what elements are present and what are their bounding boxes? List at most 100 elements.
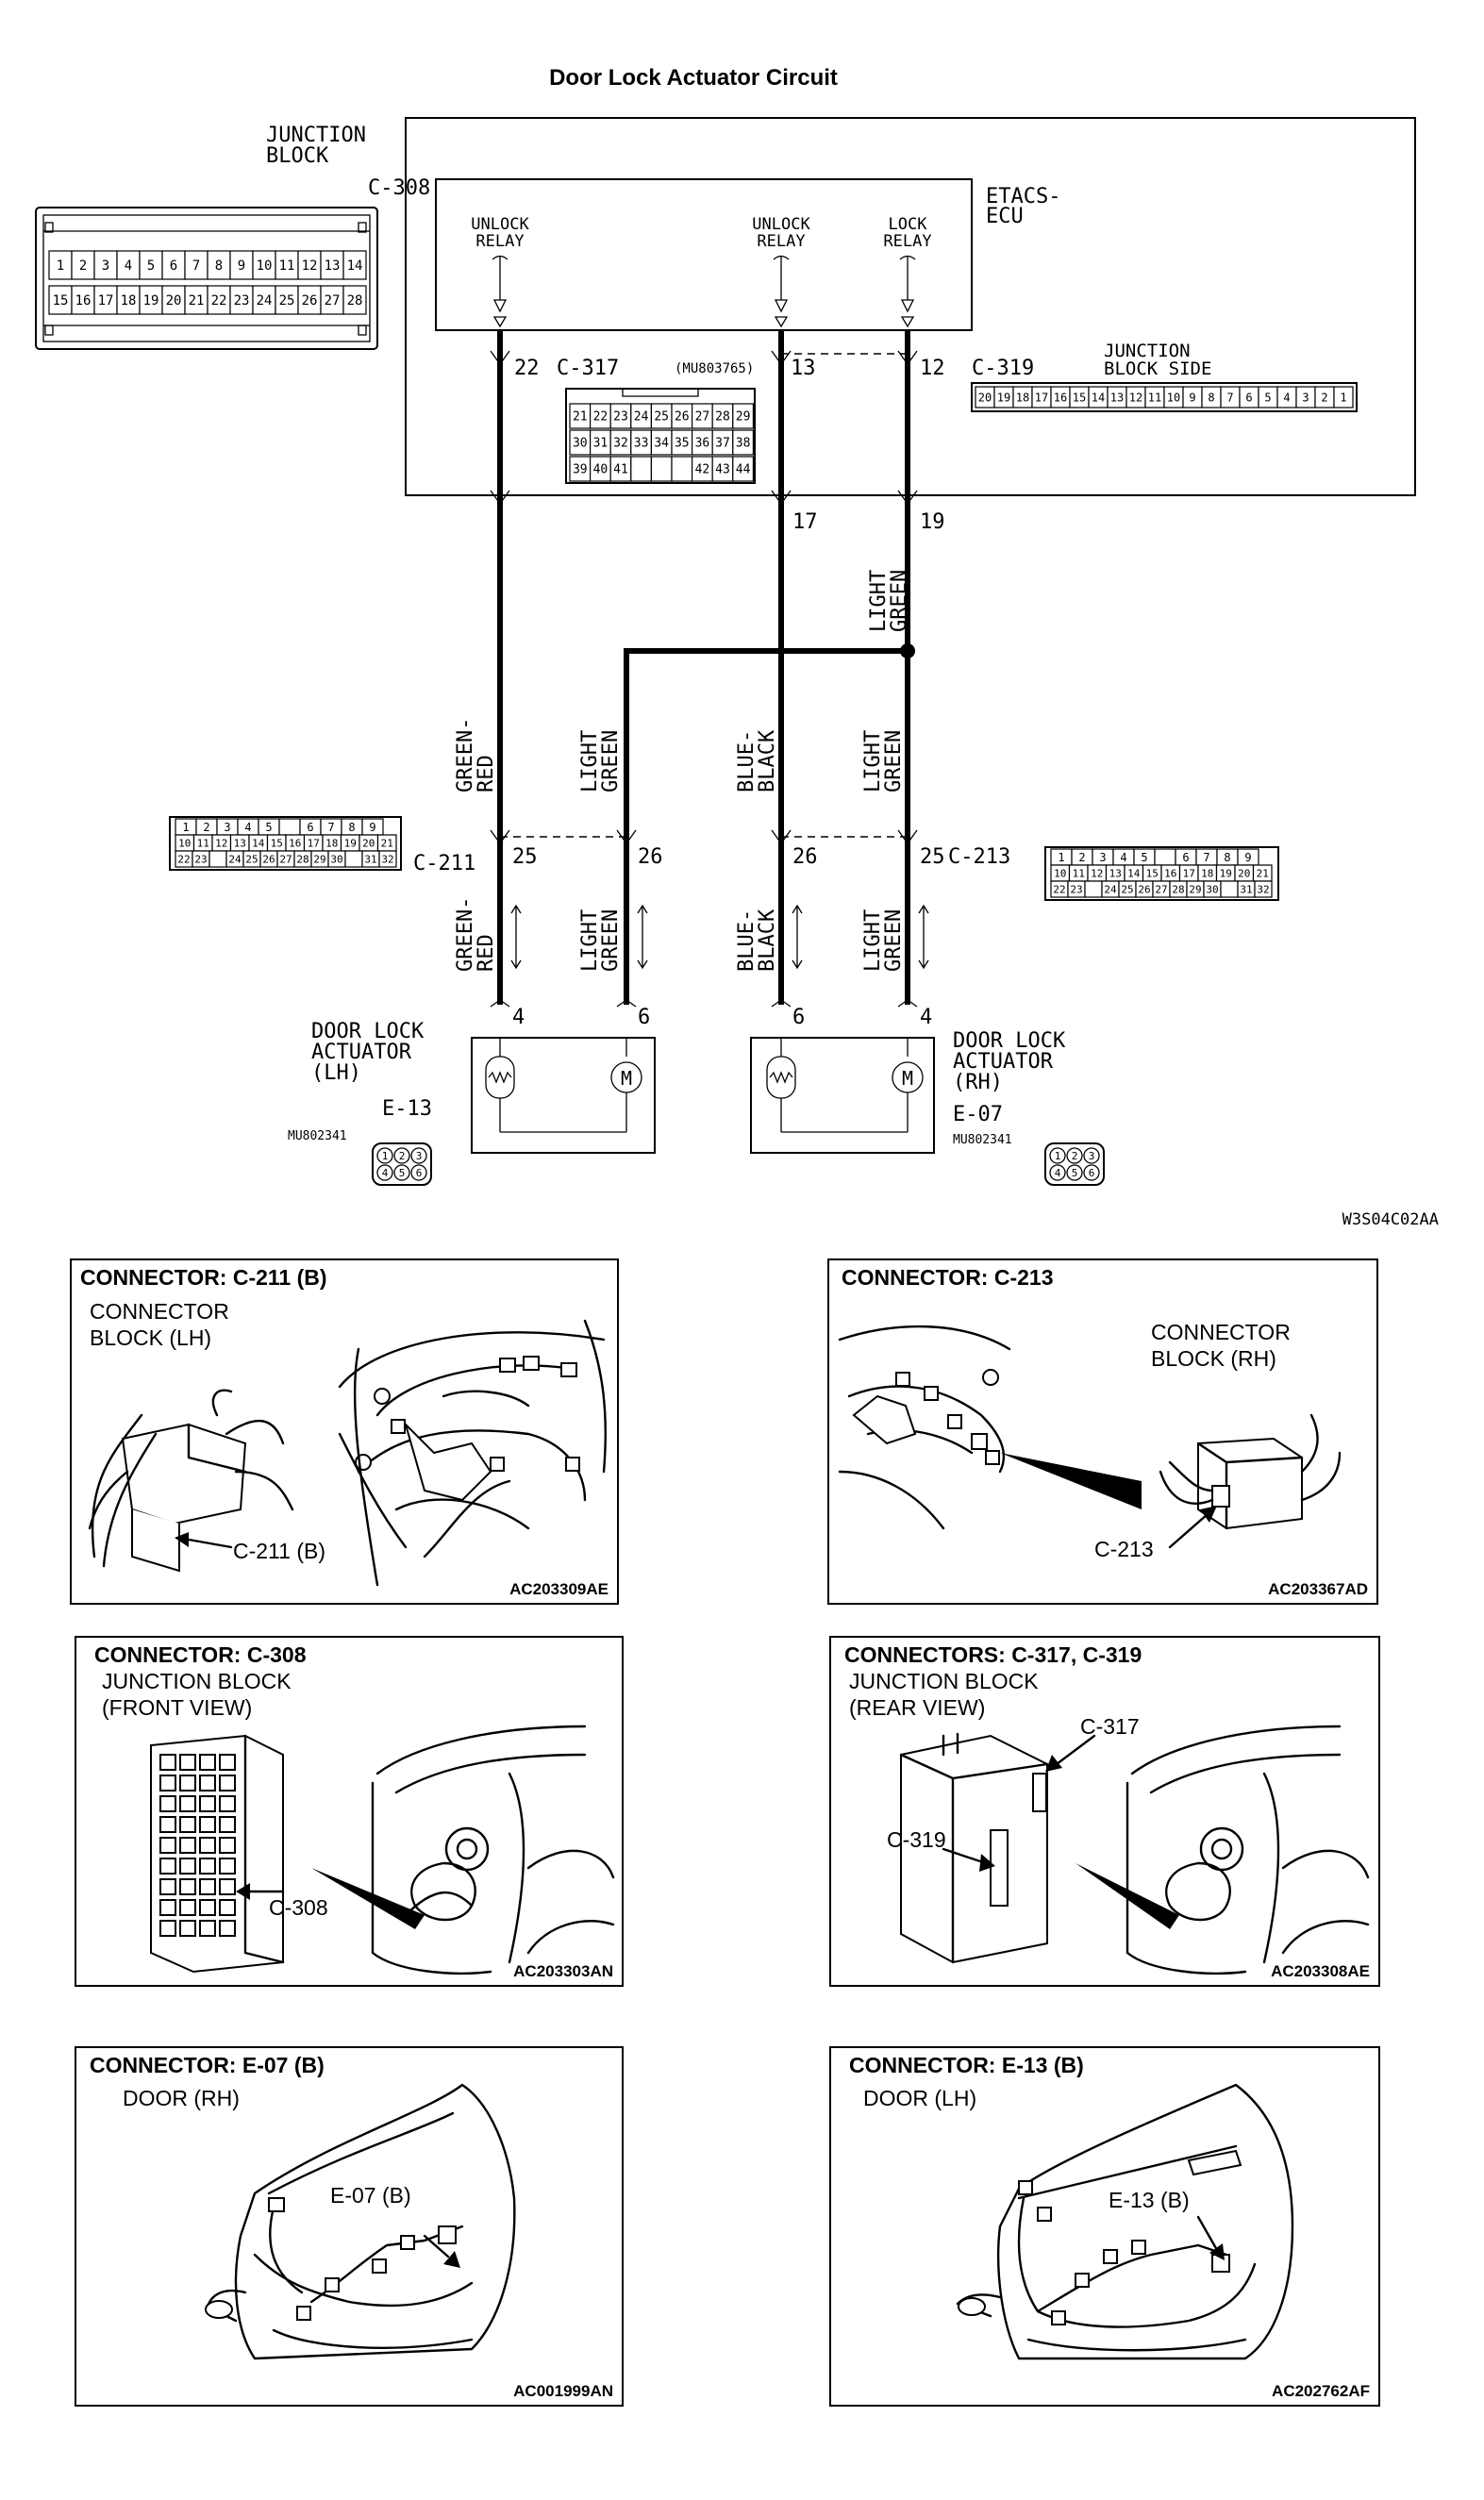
pin-number: 7: [1226, 391, 1233, 404]
pin-number: 22: [1053, 883, 1065, 895]
pin-number: 23: [194, 853, 207, 865]
pin-cell: [630, 456, 652, 482]
pin-number: 2: [79, 258, 87, 274]
relay-lock-line1: LOCK: [889, 215, 928, 234]
c213-pin-26: 26: [792, 845, 818, 869]
lh-switch-symbol: [485, 1056, 515, 1099]
ecu-label-1: ETACS-: [986, 185, 1060, 208]
label-green-red-lower: GREEN- RED: [454, 897, 498, 972]
fuse-slot: [199, 1858, 216, 1875]
pin-number: 37: [715, 437, 730, 451]
pin-number: 7: [327, 821, 334, 834]
rh-switch-symbol: [766, 1056, 796, 1099]
panel-c317-note-1: JUNCTION BLOCK: [849, 1669, 1039, 1693]
junction-block-connector: C-308: [368, 176, 430, 200]
pin-number: 26: [302, 293, 318, 308]
panel-c317-callout: C-317: [1080, 1714, 1140, 1739]
fuse-slot: [159, 1899, 176, 1916]
panel-c213-title: CONNECTOR: C-213: [842, 1265, 1054, 1290]
c213-label: C-213: [948, 845, 1010, 869]
panel-c317-picture: [899, 1725, 1370, 1975]
panel-c213-callout: C-213: [1094, 1537, 1154, 1561]
pin-number: 14: [252, 837, 265, 849]
label-light-green-lower-lh: LIGHT GREEN: [578, 909, 623, 972]
pin-number: 10: [1054, 867, 1066, 879]
pin-number: 4: [1120, 851, 1126, 864]
pin-cell: [378, 850, 397, 868]
panel-c319-callout: C-319: [887, 1827, 946, 1852]
page-title: Door Lock Actuator Circuit: [549, 65, 838, 91]
svg-text:LIGHT: LIGHT: [861, 909, 885, 972]
pin-cell: [207, 285, 231, 315]
pin-number: 32: [381, 853, 393, 865]
panel-c317-c319: CONNECTORS: C-317, C-319 JUNCTION BLOCK …: [829, 1636, 1380, 1987]
rh-label-3: (RH): [953, 1071, 1003, 1094]
panel-c308: CONNECTOR: C-308 JUNCTION BLOCK (FRONT V…: [75, 1636, 624, 1987]
lh-label-2: ACTUATOR: [311, 1041, 412, 1064]
panel-c317-code: AC203308AE: [1271, 1962, 1370, 1980]
pin-number: 43: [715, 463, 730, 477]
pin-number: 24: [1104, 883, 1117, 895]
pin-number: 4: [1055, 1167, 1061, 1179]
pin-number: 25: [245, 853, 258, 865]
relay-contact-2: [773, 255, 790, 328]
panel-e13-note: DOOR (LH): [863, 2086, 976, 2110]
pin-number: 4: [1283, 391, 1290, 404]
panel-e07-callout: E-07 (B): [330, 2183, 411, 2208]
pin-number: 29: [736, 410, 751, 425]
wiring: 17 19 LIGHT GREEN GREEN- RED LIGHT GREEN…: [413, 330, 1010, 1005]
pin-number: 9: [1189, 391, 1195, 404]
pin-number: 12: [1129, 391, 1142, 404]
pin-number: 30: [330, 853, 342, 865]
fuse-slot: [179, 1816, 196, 1833]
pin-number: 32: [613, 437, 628, 451]
panel-c308-code: AC203303AN: [513, 1962, 613, 1980]
c319-side-2: BLOCK SIDE: [1104, 358, 1211, 379]
pin-number: 1: [1340, 391, 1346, 404]
pin-cell: [275, 285, 299, 315]
svg-text:RED: RED: [475, 755, 498, 792]
pin-number: 14: [1127, 867, 1141, 879]
panel-c211-note-1: CONNECTOR: [90, 1299, 229, 1324]
pin-number: 25: [1121, 883, 1133, 895]
ecu-label-2: ECU: [986, 205, 1024, 228]
pin-number: 40: [593, 463, 609, 477]
pin-number: 21: [1257, 867, 1269, 879]
pin-number: 6: [307, 821, 313, 834]
pin-number: 10: [257, 258, 273, 274]
pin-19: 19: [920, 510, 945, 534]
pin-number: 18: [1016, 391, 1029, 404]
svg-text:GREEN: GREEN: [882, 909, 906, 972]
c319-side-1: JUNCTION: [1104, 341, 1191, 361]
pin-number: 42: [695, 463, 710, 477]
pin-number: 26: [675, 410, 690, 425]
pin-number: 24: [634, 410, 649, 425]
pin-number: 25: [654, 410, 669, 425]
label-light-green-upper-rh: LIGHT GREEN: [861, 730, 906, 792]
lh-actuator-box: [471, 1037, 656, 1154]
pin-17: 17: [792, 510, 818, 534]
label-blue-black-lower: BLUE- BLACK: [735, 908, 779, 972]
panel-e13-callout: E-13 (B): [1109, 2188, 1190, 2212]
c317-connector: [565, 388, 756, 484]
pin-socket: [1066, 1147, 1083, 1164]
pin-number: 6: [416, 1167, 423, 1179]
lh-motor-m: M: [621, 1067, 632, 1090]
junction-block-label-2: BLOCK: [266, 144, 329, 168]
pin-number: 1: [182, 821, 189, 834]
pin-socket: [376, 1164, 393, 1181]
pin-cell: [650, 456, 673, 482]
panel-e13-title: CONNECTOR: E-13 (B): [849, 2053, 1084, 2077]
pin-cell: [229, 250, 254, 280]
lh-part: MU802341: [288, 1129, 347, 1143]
pin-cell: [278, 818, 301, 836]
pin-13: 13: [791, 357, 816, 380]
pin-number: 2: [1078, 851, 1085, 864]
fuse-slot: [199, 1816, 216, 1833]
svg-text:BLACK: BLACK: [756, 729, 779, 792]
pin-number: 22: [593, 410, 609, 425]
svg-text:BLUE-: BLUE-: [735, 909, 759, 972]
panel-c213: CONNECTOR: C-213 CONNECTOR BLOCK (RH): [827, 1258, 1378, 1605]
